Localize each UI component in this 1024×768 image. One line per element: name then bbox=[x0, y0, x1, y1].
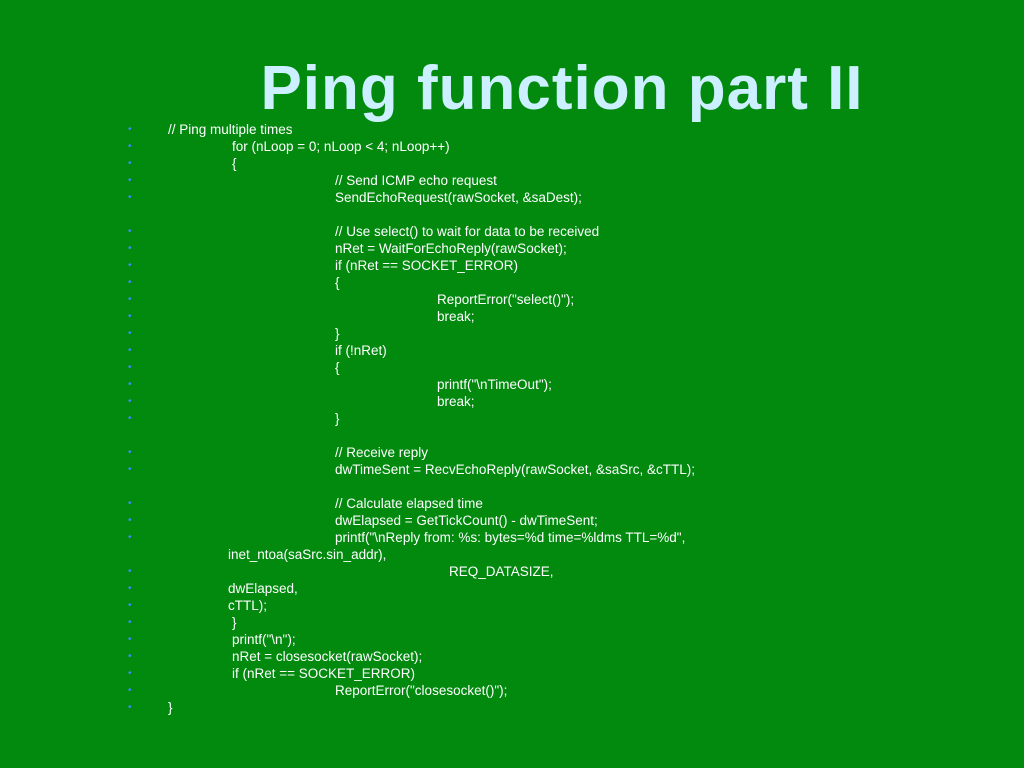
code-line-text: dwTimeSent = RecvEchoReply(rawSocket, &s… bbox=[335, 462, 695, 477]
code-line-text: nRet = closesocket(rawSocket); bbox=[232, 649, 423, 664]
bullet-icon: • bbox=[128, 192, 132, 203]
code-line: • REQ_DATASIZE, bbox=[0, 563, 1024, 580]
code-line-text: { bbox=[335, 360, 340, 375]
bullet-icon: • bbox=[128, 515, 132, 526]
code-line: • SendEchoRequest(rawSocket, &saDest); bbox=[0, 189, 1024, 206]
code-line: • nRet = WaitForEchoReply(rawSocket); bbox=[0, 240, 1024, 257]
bullet-icon: • bbox=[128, 685, 132, 696]
code-line: • printf("\nReply from: %s: bytes=%d time… bbox=[0, 529, 1024, 546]
bullet-icon: • bbox=[128, 583, 132, 594]
code-line-text: cTTL); bbox=[228, 598, 267, 613]
code-line: • for (nLoop = 0; nLoop < 4; nLoop++) bbox=[0, 138, 1024, 155]
bullet-icon: • bbox=[128, 464, 132, 475]
code-line-text: if (nRet == SOCKET_ERROR) bbox=[232, 666, 416, 681]
bullet-icon: • bbox=[128, 158, 132, 169]
code-line: • ReportError("select()"); bbox=[0, 291, 1024, 308]
bullet-icon: • bbox=[128, 379, 132, 390]
bullet-icon: • bbox=[128, 566, 132, 577]
bullet-icon: • bbox=[128, 396, 132, 407]
bullet-icon: • bbox=[128, 345, 132, 356]
code-line: • ReportError("closesocket()"); bbox=[0, 682, 1024, 699]
code-line: • // Calculate elapsed time bbox=[0, 495, 1024, 512]
bullet-icon: • bbox=[128, 600, 132, 611]
code-line: • if (!nRet) bbox=[0, 342, 1024, 359]
code-line: inet_ntoa(saSrc.sin_addr), bbox=[0, 546, 1024, 563]
bullet-icon: • bbox=[128, 124, 132, 135]
code-line: • if (nRet == SOCKET_ERROR) bbox=[0, 665, 1024, 682]
code-line-text: if (nRet == SOCKET_ERROR) bbox=[335, 258, 519, 273]
code-line-text: printf("\n"); bbox=[232, 632, 296, 647]
bullet-icon: • bbox=[128, 141, 132, 152]
code-line: • dwTimeSent = RecvEchoReply(rawSocket, &… bbox=[0, 461, 1024, 478]
code-line-text: } bbox=[168, 700, 173, 715]
code-line-text: for (nLoop = 0; nLoop < 4; nLoop++) bbox=[232, 139, 450, 154]
code-line-text: printf("\nReply from: %s: bytes=%d time=… bbox=[335, 530, 686, 545]
code-line-text: nRet = WaitForEchoReply(rawSocket); bbox=[335, 241, 567, 256]
code-line: •{ bbox=[0, 274, 1024, 291]
code-line-text: SendEchoRequest(rawSocket, &saDest); bbox=[335, 190, 582, 205]
code-line-text: // Calculate elapsed time bbox=[335, 496, 483, 511]
bullet-icon: • bbox=[128, 617, 132, 628]
code-line: • dwElapsed, bbox=[0, 580, 1024, 597]
code-line: • nRet = closesocket(rawSocket); bbox=[0, 648, 1024, 665]
bullet-icon: • bbox=[128, 532, 132, 543]
code-line: • printf("\nTimeOut"); bbox=[0, 376, 1024, 393]
bullet-icon: • bbox=[128, 243, 132, 254]
bullet-icon: • bbox=[128, 634, 132, 645]
code-line-text: if (!nRet) bbox=[335, 343, 387, 358]
code-line-text: REQ_DATASIZE, bbox=[449, 564, 554, 579]
code-line-text: // Receive reply bbox=[335, 445, 429, 460]
code-line: • break; bbox=[0, 308, 1024, 325]
code-line: •} bbox=[0, 699, 1024, 716]
code-line-text: { bbox=[335, 275, 340, 290]
code-line: • // Receive reply bbox=[0, 444, 1024, 461]
code-line: •} bbox=[0, 614, 1024, 631]
code-line-text: // Send ICMP echo request bbox=[335, 173, 497, 188]
code-line-text: break; bbox=[437, 309, 475, 324]
code-line: • break; bbox=[0, 393, 1024, 410]
code-line: •} bbox=[0, 325, 1024, 342]
code-line-text: ReportError("closesocket()"); bbox=[335, 683, 508, 698]
bullet-icon: • bbox=[128, 362, 132, 373]
code-line-text: ReportError("select()"); bbox=[437, 292, 575, 307]
code-line: • printf("\n"); bbox=[0, 631, 1024, 648]
bullet-icon: • bbox=[128, 277, 132, 288]
code-line-text: } bbox=[335, 326, 340, 341]
code-line-text: dwElapsed = GetTickCount() - dwTimeSent; bbox=[335, 513, 598, 528]
code-line: • // Ping multiple times bbox=[0, 121, 1024, 138]
code-line: • dwElapsed = GetTickCount() - dwTimeSent… bbox=[0, 512, 1024, 529]
bullet-icon: • bbox=[128, 447, 132, 458]
code-line: • // Send ICMP echo request bbox=[0, 172, 1024, 189]
bullet-icon: • bbox=[128, 260, 132, 271]
code-line-text: { bbox=[232, 156, 237, 171]
code-line: • // Use select() to wait for data to be … bbox=[0, 223, 1024, 240]
code-line-text: dwElapsed, bbox=[228, 581, 298, 596]
code-line: •{ bbox=[0, 155, 1024, 172]
code-line: • cTTL); bbox=[0, 597, 1024, 614]
bullet-icon: • bbox=[128, 651, 132, 662]
bullet-icon: • bbox=[128, 294, 132, 305]
code-line: • if (nRet == SOCKET_ERROR) bbox=[0, 257, 1024, 274]
slide-title: Ping function part II bbox=[260, 54, 864, 123]
bullet-icon: • bbox=[128, 328, 132, 339]
code-line-text: // Ping multiple times bbox=[168, 122, 293, 137]
bullet-icon: • bbox=[128, 311, 132, 322]
code-line-text: inet_ntoa(saSrc.sin_addr), bbox=[228, 547, 387, 562]
bullet-icon: • bbox=[128, 702, 132, 713]
code-line-text: } bbox=[335, 411, 340, 426]
bullet-icon: • bbox=[128, 498, 132, 509]
bullet-icon: • bbox=[128, 175, 132, 186]
code-line: •{ bbox=[0, 359, 1024, 376]
bullet-icon: • bbox=[128, 668, 132, 679]
bullet-icon: • bbox=[128, 226, 132, 237]
code-line-text: } bbox=[232, 615, 237, 630]
code-line-text: // Use select() to wait for data to be r… bbox=[335, 224, 600, 239]
code-line-text: printf("\nTimeOut"); bbox=[437, 377, 552, 392]
code-line: •} bbox=[0, 410, 1024, 427]
bullet-icon: • bbox=[128, 413, 132, 424]
code-line-text: break; bbox=[437, 394, 475, 409]
